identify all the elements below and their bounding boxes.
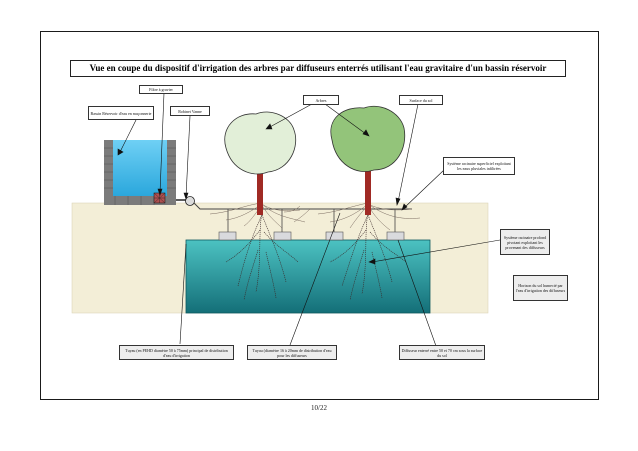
label-basin: Bassin Réservoir d'eau en maçonnerie bbox=[88, 106, 154, 120]
label-trees: Arbres bbox=[303, 95, 339, 105]
diffuser bbox=[218, 231, 237, 241]
label-shallow-roots: Système racinaire superficiel exploitant… bbox=[443, 157, 515, 175]
label-distribution-pipe: Tuyau (diamètre 16 à 20mm de distributio… bbox=[247, 345, 337, 360]
diffuser bbox=[386, 231, 405, 241]
label-wet-horizon: Horizon du sol humecté par l'eau d'irrig… bbox=[513, 275, 568, 301]
distribution-pipe bbox=[193, 202, 412, 210]
label-main-pipe: Tuyau (en PEHD diamètre 50 à 75mm) princ… bbox=[119, 345, 234, 360]
tree-crown-left bbox=[224, 111, 297, 175]
label-gravel-filter: Filtre à gravier bbox=[139, 85, 183, 94]
tree-crown-right bbox=[330, 105, 406, 172]
wet-zone bbox=[185, 239, 431, 314]
valve bbox=[185, 196, 195, 206]
tree-trunk-right bbox=[365, 160, 371, 215]
label-soil-surface: Surface du sol bbox=[399, 95, 443, 105]
page-number: 10/22 bbox=[311, 404, 327, 412]
diffuser bbox=[273, 231, 292, 241]
label-deep-roots: Système racinaire profond pivotant explo… bbox=[500, 229, 550, 255]
diffuser bbox=[325, 231, 344, 241]
reservoir-basin bbox=[104, 140, 176, 205]
label-valve: Robinet Vanne bbox=[170, 106, 210, 116]
label-diffuser: Diffuseur enterré entre 50 et 70 cm sous… bbox=[399, 345, 485, 360]
diffusers bbox=[218, 231, 405, 241]
deep-roots bbox=[225, 211, 407, 301]
diagram-title: Vue en coupe du dispositif d'irrigation … bbox=[70, 60, 566, 77]
tree-trunk-left bbox=[257, 165, 263, 215]
